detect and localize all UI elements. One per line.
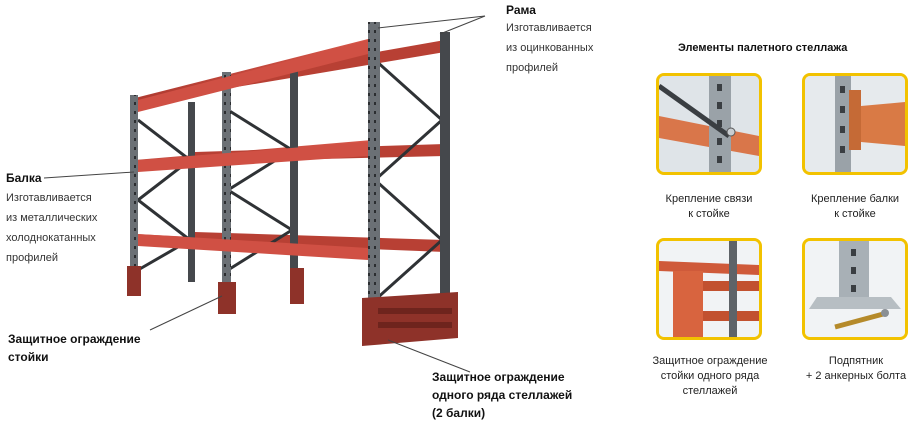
row-guard-label: Защитное ограждение одного ряда стеллаже… xyxy=(432,370,573,420)
upright-guard-label: Защитное ограждение стойки xyxy=(8,332,141,364)
elements-title: Элементы палетного стеллажа xyxy=(678,42,848,54)
footplate-photo xyxy=(802,238,908,340)
frame-label-desc: Изготавливается из оцинкованных профилей xyxy=(506,22,594,74)
footplate-caption: Подпятник+ 2 анкерных болта xyxy=(805,355,907,382)
beam-connection-photo xyxy=(802,73,908,175)
beam-label-desc: Изготавливается из металлических холодно… xyxy=(6,192,98,264)
pallet-rack-illustration xyxy=(43,15,486,373)
frame-label-title: Рама xyxy=(506,3,536,17)
brace-connection-photo xyxy=(656,73,762,175)
row-guard-photo xyxy=(656,238,762,340)
beam-label-title: Балка xyxy=(6,171,42,185)
